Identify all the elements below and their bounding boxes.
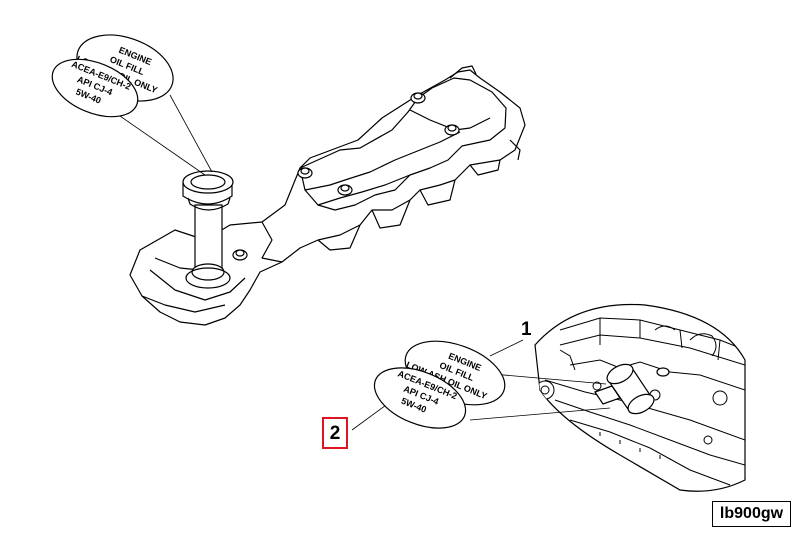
- cover-bolts: [232, 92, 460, 261]
- engine-detail-view: [534, 303, 746, 492]
- callout-item-2-highlighted[interactable]: 2: [322, 417, 348, 449]
- bolt-icon: [337, 184, 353, 196]
- callout-item-2-label: 2: [329, 422, 341, 444]
- valve-cover: [129, 65, 526, 326]
- bolt-icon: [444, 124, 460, 136]
- bolt-icon: [410, 92, 426, 104]
- top-decal-oil-spec: ACEA-E9/CH-2 API CJ-4 5W-40: [51, 58, 139, 118]
- bolt-icon: [297, 167, 313, 179]
- leader-lines-top: [119, 94, 213, 176]
- reference-code-box: lb900gw: [712, 501, 791, 527]
- bottom-decal-oil-spec: ACEA-E9/CH-2 API CJ-4 5W-40: [373, 367, 467, 429]
- oil-fill-cap: [182, 170, 234, 289]
- callout-item-1[interactable]: 1: [521, 319, 532, 340]
- engine-oil-fill-neck: [594, 363, 670, 415]
- bolt-icon: [232, 249, 248, 261]
